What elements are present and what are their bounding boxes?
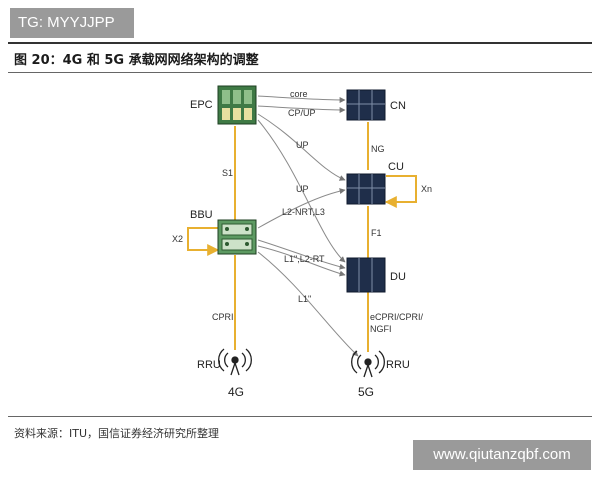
flow-cp-up (257, 105, 346, 113)
x2-label: X2 (172, 234, 183, 244)
cn-label: CN (390, 100, 406, 112)
flow-up-2 (257, 119, 346, 263)
gen-5g-label: 5G (358, 385, 374, 399)
flow-l1-l2rt-b (257, 245, 346, 277)
f1-label: F1 (371, 228, 382, 238)
source-rule (8, 416, 592, 417)
flow-core (257, 95, 346, 103)
title-rule-bottom (8, 72, 592, 73)
fronthaul-label-1: eCPRI/CPRI/ (370, 312, 424, 322)
flow-l2nrt-label: L2-NRT,L3 (282, 207, 325, 217)
rru-4g-antenna (218, 348, 252, 376)
epc-node (217, 85, 257, 125)
ng-label: NG (371, 144, 385, 154)
gen-4g-label: 4G (228, 385, 244, 399)
source-note: 资料来源：ITU，国信证券经济研究所整理 (14, 427, 220, 440)
s1-label: S1 (222, 168, 233, 178)
cpri-label: CPRI (212, 312, 234, 322)
rru-4g-label: RRU (197, 359, 221, 371)
flow-l1l2rt-label: L1",L2-RT (284, 254, 325, 264)
xn-loop (384, 175, 417, 208)
du-label: DU (390, 271, 406, 283)
bbu-node (217, 219, 257, 255)
flow-cp-up-label: CP/UP (288, 108, 316, 118)
xn-label: Xn (421, 184, 432, 194)
watermark-bottom: www.qiutanzqbf.com (413, 440, 591, 470)
x2-loop (187, 227, 220, 256)
flow-up1-label: UP (296, 140, 309, 150)
flow-up2-label: UP (296, 184, 309, 194)
du-node (346, 257, 386, 293)
rru-5g-antenna (351, 350, 385, 378)
cu-node (346, 173, 386, 205)
flow-l1 (257, 251, 359, 357)
title-rule-top (8, 42, 592, 44)
flow-l1-l2rt-a (257, 239, 346, 270)
watermark-top: TG: MYYJJPP (10, 8, 134, 38)
bbu-label: BBU (190, 209, 213, 221)
fronthaul-label-2: NGFI (370, 324, 392, 334)
rru-5g-label: RRU (386, 359, 410, 371)
cn-node (346, 89, 386, 121)
flow-core-label: core (290, 89, 308, 99)
flow-l1-label: L1" (298, 294, 311, 304)
figure-title: 图 20：4G 和 5G 承载网网络架构的调整 (14, 53, 259, 68)
epc-label: EPC (190, 99, 213, 111)
cu-label: CU (388, 161, 404, 173)
flow-up-1 (257, 113, 346, 181)
migration-arrows (257, 95, 359, 357)
flow-l2nrt-l3 (257, 188, 346, 229)
